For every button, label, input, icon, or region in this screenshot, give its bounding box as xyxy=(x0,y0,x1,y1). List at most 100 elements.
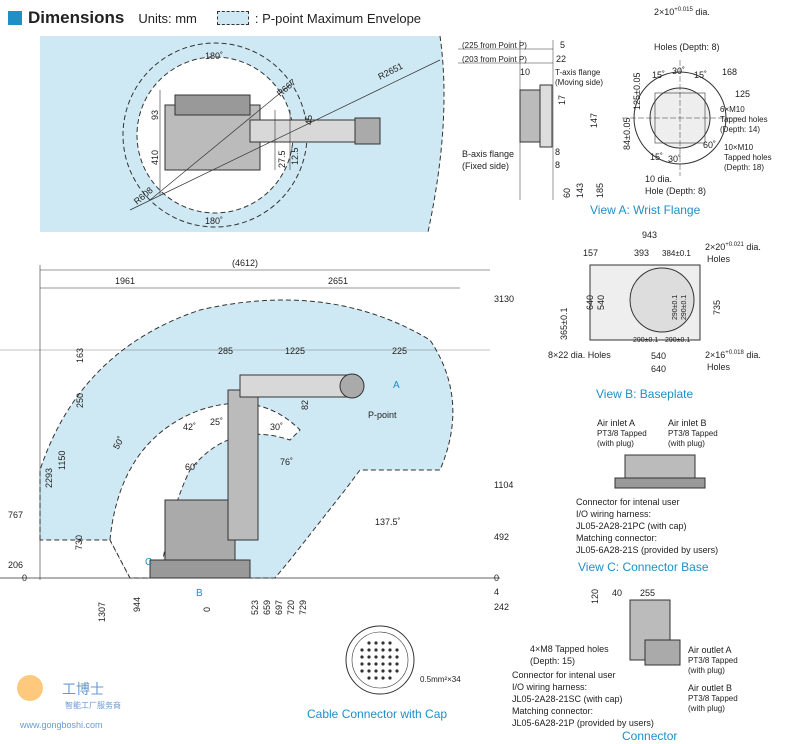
view-c-marker: C xyxy=(145,557,152,568)
watermark-sub: 智能工厂服务商 xyxy=(65,700,121,710)
d540-label: 540 xyxy=(651,351,666,361)
flange-caption: View A: Wrist Flange xyxy=(590,203,701,217)
h-top-label: 2×20 xyxy=(705,242,725,252)
d125v-label: 125±0.05 xyxy=(632,73,642,110)
d147-label: 147 xyxy=(589,113,599,128)
cable-connector-view: 0.5mm²×34 Cable Connector with Cap xyxy=(307,625,461,721)
connector-pin xyxy=(367,648,371,652)
connector-pin xyxy=(381,676,385,680)
connector-pin xyxy=(374,669,378,673)
robot-base-side xyxy=(164,499,236,561)
connector-pin xyxy=(381,648,385,652)
d125-label: 125 xyxy=(735,89,750,99)
section-header: Dimensions Units: mm : P-point Maximum E… xyxy=(8,8,421,28)
connector-pin xyxy=(374,662,378,666)
connector-pin xyxy=(388,676,392,680)
d1225-label: 1225 xyxy=(285,346,305,356)
air-b-label-2: PT3/8 Tapped xyxy=(668,429,718,438)
d225-label: 225 xyxy=(392,346,407,356)
cn-line-3: JL05-2A28-21SC (with cap) xyxy=(512,694,623,704)
cb-line-3: JL05-2A28-21PC (with cap) xyxy=(576,521,687,531)
top-view: 180˚ 180˚ R2651 R667 R608 93 410 45 27.5… xyxy=(40,35,445,233)
b0-label: 0 xyxy=(202,607,212,612)
connector-caption: Connector xyxy=(622,729,677,743)
oa-label: Air outlet A xyxy=(688,645,732,655)
svg-text:2×16+0.018 dia.: 2×16+0.018 dia. xyxy=(705,350,761,360)
connector-pin xyxy=(360,648,364,652)
a15a-label: 15˚ xyxy=(652,70,665,80)
d640-label: 640 xyxy=(651,364,666,374)
m10a-label: 6×M10 xyxy=(720,105,745,114)
m10b-label-2: Tapped holes xyxy=(724,153,772,162)
robot-upper-arm xyxy=(239,374,351,398)
connector-pin xyxy=(381,655,385,659)
d290c-label: 290±0.1 xyxy=(633,337,658,344)
a137-label: 137.5˚ xyxy=(375,517,401,527)
l225-label: (225 from Point P) xyxy=(462,41,527,50)
cn-line-1: Connector for intenal user xyxy=(512,670,616,680)
connector-pin xyxy=(367,662,371,666)
d730-label: 730 xyxy=(74,535,84,550)
d27-label: 27.5 xyxy=(277,150,287,168)
cn-line-5: JL05-6A28-21P (provided by users) xyxy=(512,718,654,728)
a60-label: 60˚ xyxy=(703,140,716,150)
d640v-label: 640 xyxy=(585,295,595,310)
m10a-label-2: Tapped holes xyxy=(720,115,768,124)
d82-label: 82 xyxy=(300,400,310,410)
a30b-label: 30˚ xyxy=(668,154,681,164)
connector-pin xyxy=(388,662,392,666)
d1961-label: 1961 xyxy=(115,276,135,286)
a60-label: 60˚ xyxy=(185,462,198,472)
d290d-label: 290±0.1 xyxy=(665,337,690,344)
connector-pin xyxy=(388,641,392,645)
oa-label-2: PT3/8 Tapped xyxy=(688,656,738,665)
cable-wire-label: 0.5mm²×34 xyxy=(420,675,461,684)
connector-pin xyxy=(395,662,399,666)
a30-label: 30˚ xyxy=(270,422,283,432)
cn-line-2: I/O wiring harness: xyxy=(512,682,587,692)
connector-pin xyxy=(360,655,364,659)
m10b-label-3: (Depth: 18) xyxy=(724,163,764,172)
connector-pin xyxy=(395,669,399,673)
d22-label: 22 xyxy=(556,54,566,64)
connector-pin xyxy=(367,676,371,680)
section-marker xyxy=(8,11,22,25)
a42-label: 42˚ xyxy=(183,422,196,432)
b-axis-label-2: (Fixed side) xyxy=(462,161,509,171)
cable-connector-face xyxy=(345,625,415,695)
m10a-label-3: (Depth: 14) xyxy=(720,125,760,134)
a15c-label: 15˚ xyxy=(650,152,663,162)
h-top-label-2: Holes xyxy=(707,254,731,264)
connector-pin xyxy=(374,676,378,680)
mascot-icon xyxy=(17,675,43,701)
connector-view: 120 40 255 4×M8 Tapped holes (Depth: 15)… xyxy=(512,588,738,743)
connector-pin xyxy=(374,655,378,659)
d10-label: 10 xyxy=(520,67,530,77)
holes-bot-label-2: Hole (Depth: 8) xyxy=(645,186,706,196)
connector-pin xyxy=(360,662,364,666)
d285-label: 285 xyxy=(218,346,233,356)
connector-pin xyxy=(395,655,399,659)
holes-top-label: 2×10 xyxy=(654,7,674,17)
d8a-label: 8 xyxy=(555,147,560,157)
connector-pin xyxy=(388,669,392,673)
d93-label: 93 xyxy=(150,110,160,120)
l203-label: (203 from Point P) xyxy=(462,55,527,64)
d250-label: 250 xyxy=(75,393,85,408)
connector-base-caption: View C: Connector Base xyxy=(578,560,709,574)
d290b-label: 290±0.1 xyxy=(681,295,688,320)
view-a-marker: A xyxy=(393,380,400,391)
d290a-label: 290±0.1 xyxy=(672,295,679,320)
dia60-label: 60 xyxy=(562,188,572,198)
a76-label: 76˚ xyxy=(280,457,293,467)
d410-label: 410 xyxy=(150,150,160,165)
air-a-label-3: (with plug) xyxy=(597,439,634,448)
ob-label-2: PT3/8 Tapped xyxy=(688,694,738,703)
b944-label: 944 xyxy=(132,597,142,612)
d943-label: 943 xyxy=(642,230,657,240)
t-axis-label: T-axis flange xyxy=(555,68,601,77)
cb-line-2: I/O wiring harness: xyxy=(576,509,651,519)
cb-line-4: Matching connector: xyxy=(576,533,657,543)
